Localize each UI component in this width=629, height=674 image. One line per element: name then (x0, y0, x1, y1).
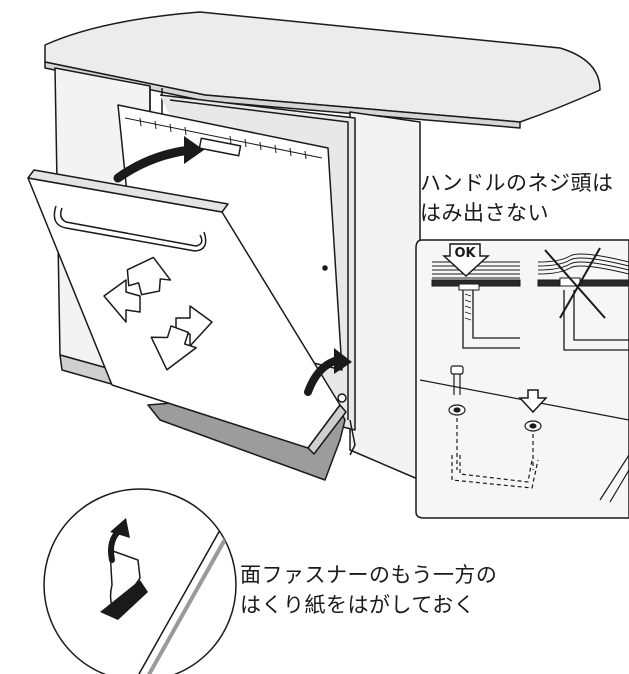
door-panel (27, 169, 347, 455)
ok-badge-icon: OK (442, 243, 490, 278)
velcro-detail-circle (43, 488, 237, 674)
cross-icon (544, 247, 606, 319)
velcro-note-line2: はくり紙をはがしておく (240, 593, 476, 617)
arrow-curved-icon (113, 136, 204, 183)
handle-screw-note: ハンドルのネジ頭は はみ出さない (420, 168, 614, 228)
countertop (44, 11, 601, 129)
velcro-note: 面ファスナーのもう一方の はくり紙をはがしておく (240, 560, 497, 620)
ok-side (431, 261, 521, 349)
screw-detail-panel: OK (415, 239, 629, 519)
screw-icon (448, 365, 539, 489)
arrow-curved-icon (304, 348, 352, 403)
down-arrow-icon (518, 389, 548, 414)
ng-side (537, 253, 629, 351)
ok-label: OK (454, 246, 476, 261)
velcro-peel-icon (100, 518, 148, 620)
velcro-note-line1: 面ファスナーのもう一方の (240, 563, 498, 587)
handle-screw-note-line2: はみ出さない (420, 201, 549, 225)
handle-screw-note-line1: ハンドルのネジ頭は (420, 171, 614, 195)
